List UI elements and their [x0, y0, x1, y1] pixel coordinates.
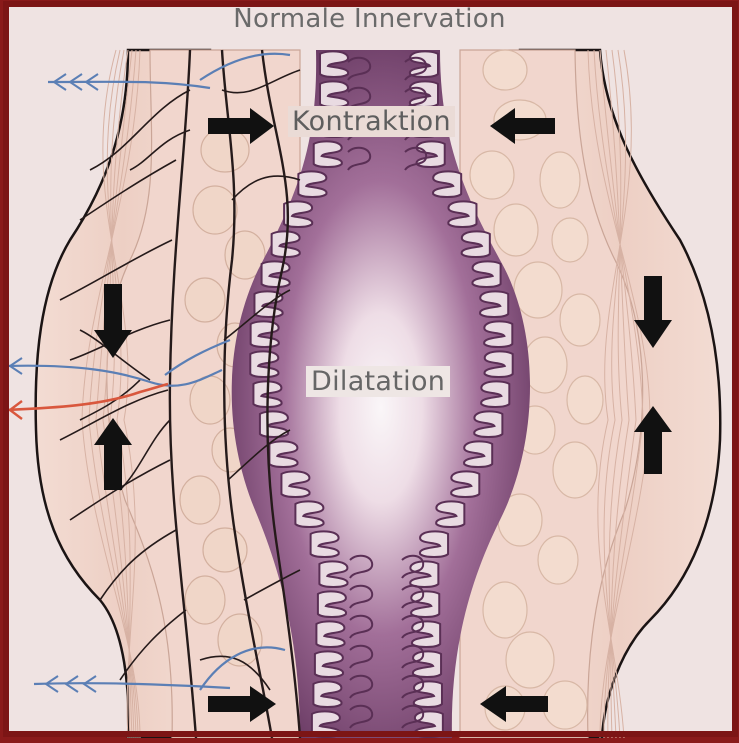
dilatation-label: Dilatation	[306, 366, 450, 397]
contraction-label: Kontraktion	[288, 106, 455, 137]
diagram-title: Normale Innervation	[0, 4, 739, 34]
